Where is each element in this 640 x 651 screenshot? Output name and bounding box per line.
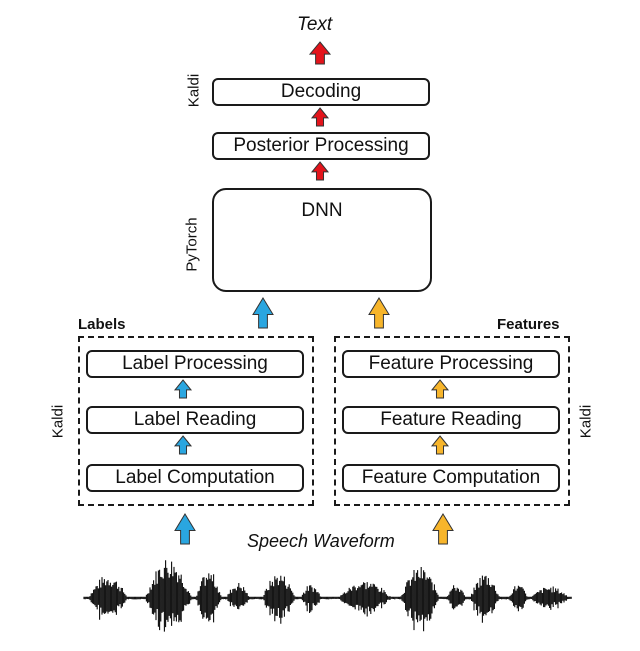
- features-panel: [334, 336, 570, 506]
- waveform-trace: [83, 560, 572, 632]
- label-processing-box: Label Processing: [86, 350, 304, 378]
- arrows-layer: [173, 41, 454, 545]
- posterior-processing-box: Posterior Processing: [212, 132, 430, 160]
- labels-panel: [78, 336, 314, 506]
- arrow-labels-to-dnn-icon: [252, 297, 274, 329]
- kaldi-top-side-label: Kaldi: [185, 73, 203, 108]
- arrow-features-to-dnn-icon: [368, 297, 390, 329]
- arrow-waveform-to-features-icon: [432, 513, 454, 545]
- arrow-to-decoding-icon: [310, 107, 330, 127]
- dnn-label: DNN: [301, 200, 343, 221]
- arrow-waveform-to-labels-icon: [174, 513, 196, 545]
- arrow-feature-reading-to-processing-icon: [430, 379, 450, 399]
- arrow-to-text-icon: [308, 41, 332, 65]
- arrow-label-reading-to-processing-icon: [173, 379, 193, 399]
- decoding-box: Decoding: [212, 78, 430, 106]
- label-computation-box: Label Computation: [86, 464, 304, 492]
- features-kaldi-side-label: Kaldi: [577, 404, 595, 439]
- feature-processing-box: Feature Processing: [342, 350, 560, 378]
- feature-reading-box: Feature Reading: [342, 406, 560, 434]
- features-title: Features: [497, 316, 560, 333]
- arrow-label-computation-to-reading-icon: [173, 435, 193, 455]
- speech-waveform: [83, 560, 572, 632]
- labels-kaldi-side-label: Kaldi: [49, 404, 67, 439]
- labels-title: Labels: [78, 316, 126, 333]
- arrow-to-posterior-icon: [310, 161, 330, 181]
- arrow-feature-computation-to-reading-icon: [430, 435, 450, 455]
- pytorch-side-label: PyTorch: [183, 217, 201, 272]
- label-reading-box: Label Reading: [86, 406, 304, 434]
- dnn-box: DNN: [212, 188, 432, 292]
- feature-computation-box: Feature Computation: [342, 464, 560, 492]
- speech-waveform-caption: Speech Waveform: [247, 531, 395, 551]
- output-text-label: Text: [297, 14, 333, 35]
